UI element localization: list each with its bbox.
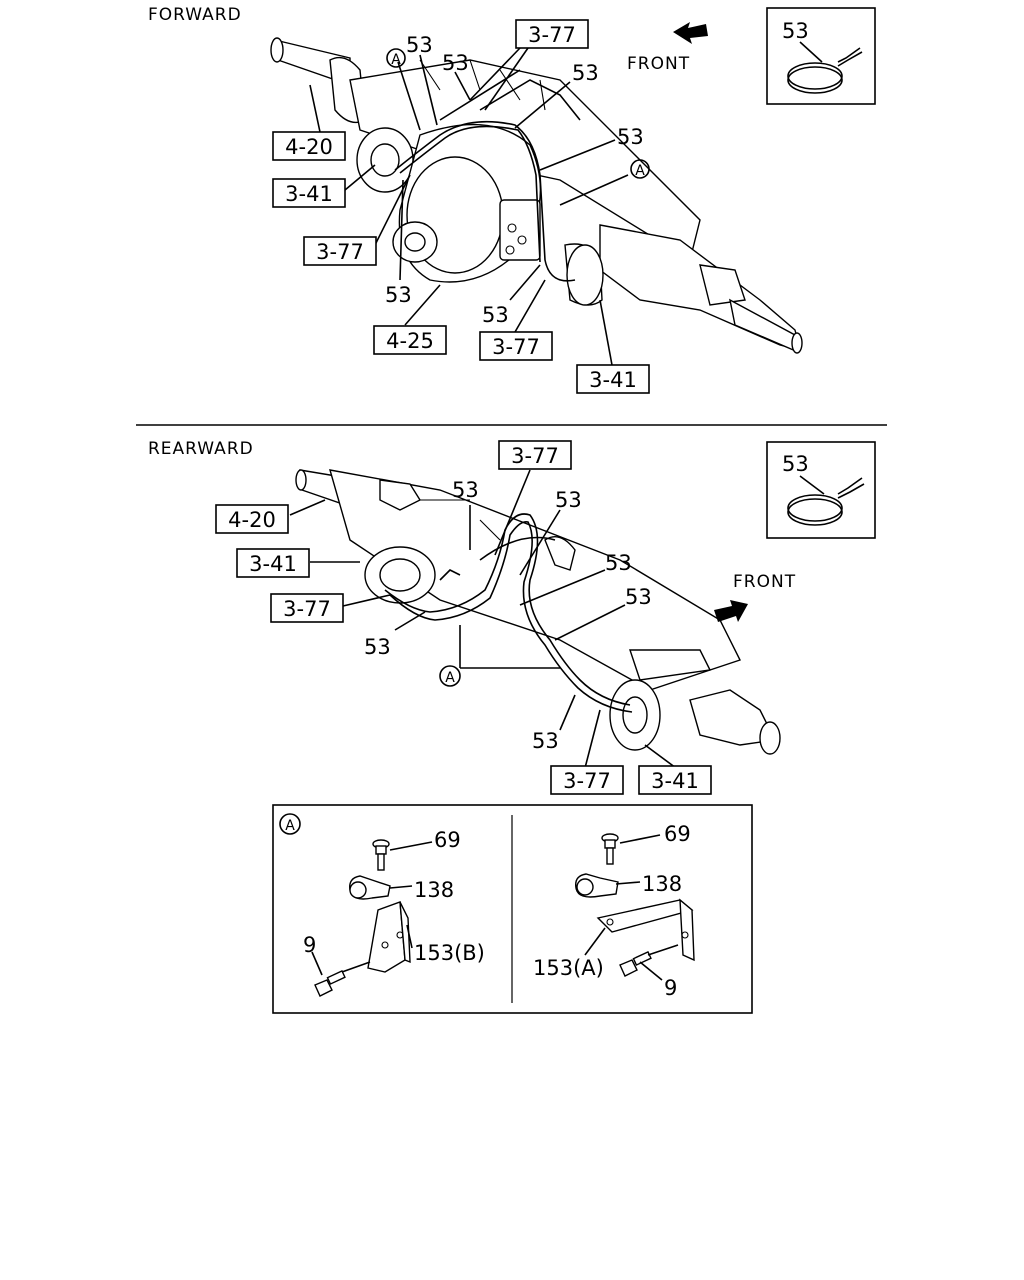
callout-9: 9	[664, 976, 677, 1000]
callout-3-77: 3-77	[511, 444, 559, 468]
pipe-clip-icon	[575, 873, 619, 898]
callout-4-25: 4-25	[386, 329, 434, 353]
callout-53: 53	[572, 61, 599, 85]
callout-3-41: 3-41	[285, 182, 333, 206]
callout-53: 53	[532, 729, 559, 753]
rearward-leaders	[289, 469, 677, 769]
callout-69: 69	[664, 822, 691, 846]
callout-3-77: 3-77	[492, 335, 540, 359]
bracket-icon	[596, 898, 695, 962]
forward-clamp-inset: 53	[766, 7, 876, 105]
callout-4-20: 4-20	[285, 135, 333, 159]
forward-title: FORWARD	[148, 5, 242, 25]
band-clamp-icon	[787, 62, 843, 90]
callout-53: 53	[364, 635, 391, 659]
callout-53: 53	[406, 33, 433, 57]
callout-53: 53	[605, 551, 632, 575]
bracket-icon	[367, 901, 411, 973]
callout-9: 9	[303, 933, 316, 957]
callout-3-77: 3-77	[528, 23, 576, 47]
forward-leaders	[309, 47, 629, 366]
ref-a-label: A	[391, 52, 401, 68]
front-label: FRONT	[627, 54, 690, 74]
callout-53: 53	[625, 585, 652, 609]
callout-53: 53	[617, 125, 644, 149]
rearward-section: REARWARD	[148, 439, 876, 795]
forward-front-indicator: FRONT	[627, 22, 708, 74]
rearward-callouts: 3-77 53 53 53 53 53 53 4-20 3-41 3-77 A …	[215, 440, 712, 795]
rearward-axle-drawing	[295, 469, 781, 755]
ref-a-label: A	[635, 163, 645, 179]
band-clamp-icon	[787, 494, 843, 522]
forward-section: FORWARD	[148, 5, 876, 394]
detail-a-right: 69 138 153(A) 9	[533, 822, 695, 1000]
callout-153b: 153(B)	[414, 941, 485, 965]
callout-3-41: 3-41	[589, 368, 637, 392]
detail-a-left: 69 138 153(B) 9	[303, 828, 485, 997]
callout-53: 53	[482, 303, 509, 327]
callout-138: 138	[414, 878, 454, 902]
forward-axle-drawing	[270, 37, 803, 354]
detail-a-panel: A 69 138	[272, 804, 753, 1014]
callout-138: 138	[642, 872, 682, 896]
rearward-clamp-inset: 53	[766, 441, 876, 539]
front-arrow-icon	[673, 22, 708, 44]
callout-4-20: 4-20	[228, 508, 276, 532]
callout-53: 53	[782, 19, 809, 43]
rearward-title: REARWARD	[148, 439, 254, 459]
callout-3-41: 3-41	[249, 552, 297, 576]
callout-153a: 153(A)	[533, 956, 604, 980]
forward-callouts: A 53 53 53 53 53 53 3-77 A 4-20 3-41 3-7…	[272, 19, 650, 394]
callout-3-41: 3-41	[651, 769, 699, 793]
ref-a-label: A	[445, 670, 455, 686]
callout-69: 69	[434, 828, 461, 852]
callout-53: 53	[442, 51, 469, 75]
callout-53: 53	[555, 488, 582, 512]
ref-a-label: A	[285, 818, 295, 834]
front-label: FRONT	[733, 572, 796, 592]
pipe-clip-icon	[349, 875, 391, 900]
bolt-icon	[314, 969, 346, 997]
rearward-front-indicator: FRONT	[714, 572, 796, 622]
callout-53: 53	[385, 283, 412, 307]
callout-3-77: 3-77	[316, 240, 364, 264]
callout-3-77: 3-77	[563, 769, 611, 793]
bolt-icon	[601, 833, 619, 865]
callout-53: 53	[782, 452, 809, 476]
callout-53: 53	[452, 478, 479, 502]
callout-3-77: 3-77	[283, 597, 331, 621]
front-arrow-icon	[714, 600, 748, 622]
bolt-icon	[372, 839, 390, 871]
